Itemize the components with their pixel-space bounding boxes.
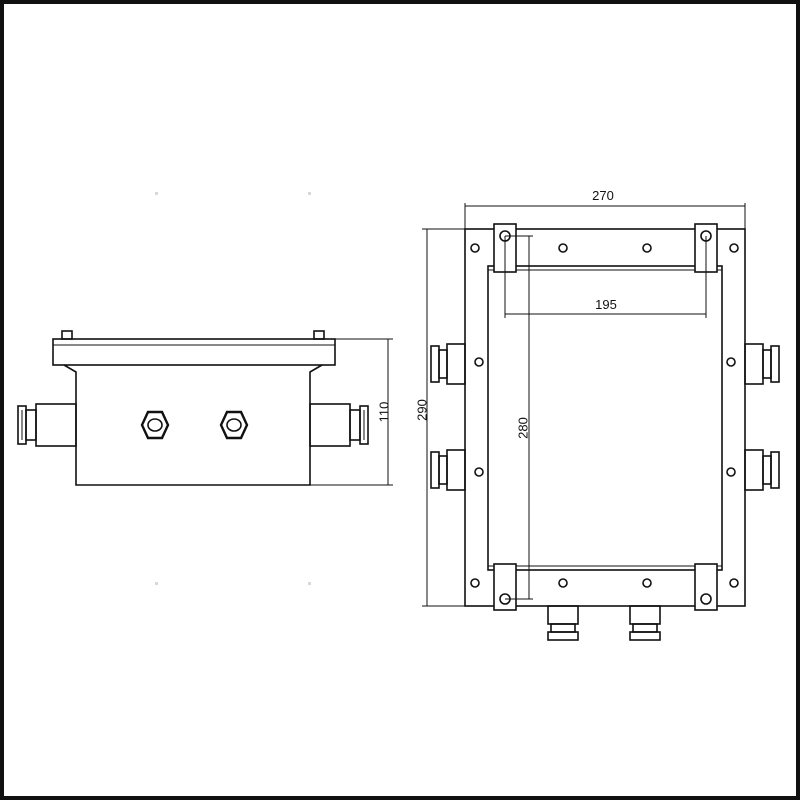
lid-bolt-left	[61, 330, 73, 340]
lid-bolt-right	[313, 330, 325, 340]
dim-label-inner-width: 195	[595, 297, 617, 312]
registration-dots	[155, 192, 311, 585]
dimension-height-side: 110	[310, 338, 393, 486]
top-view-gland-right-upper	[744, 343, 780, 385]
top-view-gland-left-upper	[430, 343, 466, 385]
hex-nut-right	[219, 410, 249, 440]
cable-gland-right	[309, 403, 369, 447]
top-view: 270 290	[414, 188, 780, 641]
corner-bracket-bottom-left	[493, 563, 517, 611]
box-body	[63, 364, 323, 486]
dimension-width-top: 270	[464, 188, 746, 230]
dim-label-height-side: 110	[376, 402, 391, 423]
mounting-plate	[464, 228, 746, 607]
top-view-gland-left-lower	[430, 449, 466, 491]
side-view: 110	[17, 330, 393, 486]
dimension-inner-width: 195	[504, 236, 707, 318]
dim-label-inner-height: 280	[515, 417, 530, 439]
enclosure-outline	[487, 265, 723, 571]
dimension-height-total: 290	[414, 228, 465, 607]
lid-flange	[52, 338, 336, 366]
dimension-inner-height: 280	[505, 235, 533, 600]
top-view-gland-bottom-left	[547, 605, 579, 641]
corner-bracket-bottom-right	[694, 563, 718, 611]
dim-label-height-total: 290	[414, 399, 429, 421]
mounting-holes	[470, 243, 739, 588]
top-view-gland-bottom-right	[629, 605, 661, 641]
cable-gland-left	[17, 403, 77, 447]
top-view-gland-right-lower	[744, 449, 780, 491]
dim-label-width-top: 270	[592, 188, 614, 203]
hex-nut-left	[140, 410, 170, 440]
